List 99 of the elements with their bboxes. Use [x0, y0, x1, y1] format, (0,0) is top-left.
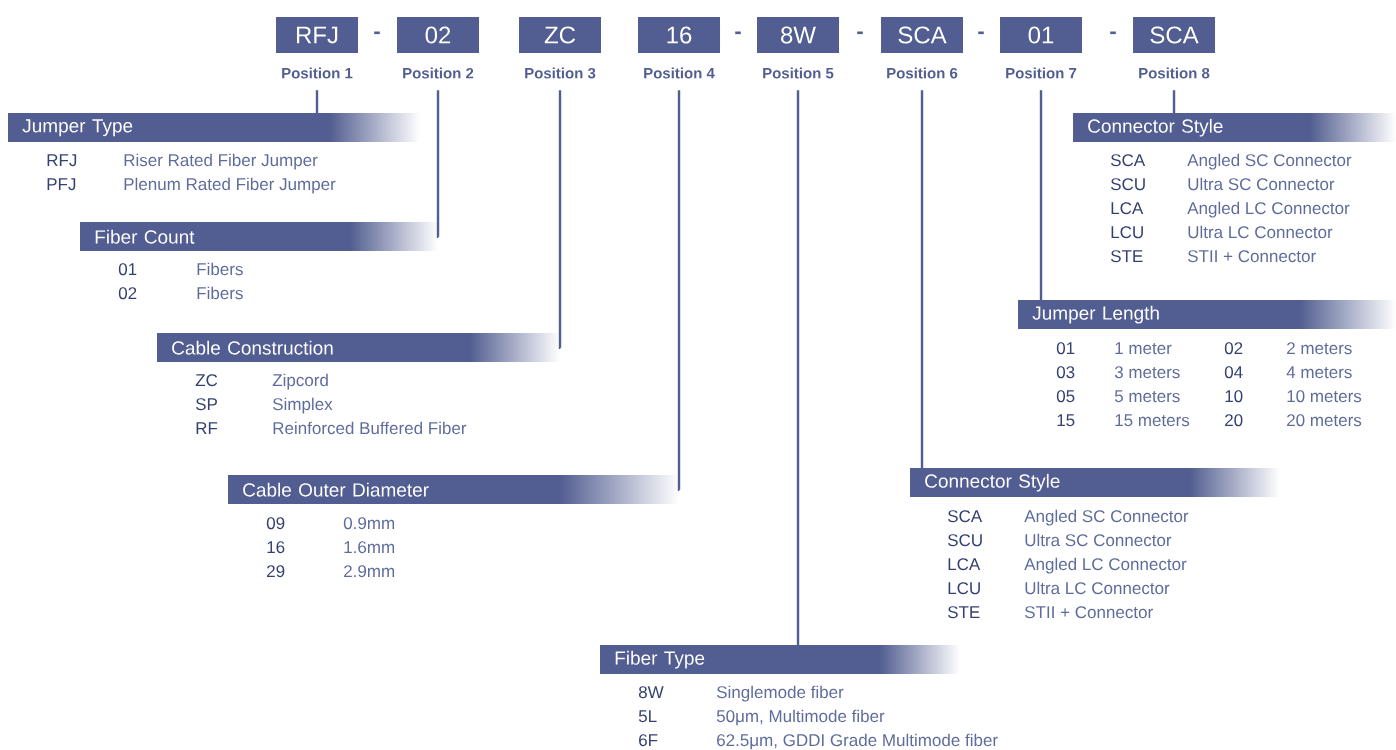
position-label: Position 6 [887, 67, 958, 79]
description-text: Singlemode fiber [717, 685, 844, 702]
code-text: 03 [1056, 366, 1075, 379]
description-text: Zipcord [272, 373, 328, 390]
position-label: Position 5 [763, 67, 834, 79]
code-text: 05 [1056, 390, 1075, 403]
description-text: Simplex [273, 397, 333, 414]
code-text: LCU [1111, 226, 1143, 239]
code-text: 29 [267, 565, 285, 578]
description-text: 20 meters [1287, 414, 1362, 427]
description-text: Ultra LC Connector [1025, 581, 1170, 595]
code-box: 01 [1000, 17, 1082, 53]
description-text: Fibers [197, 262, 243, 276]
code-text: SCA [1111, 154, 1146, 167]
code-text: 16 [267, 541, 285, 554]
code-text: 5L [638, 710, 657, 723]
description-text: 5 meters [1114, 390, 1180, 403]
connector-line [558, 90, 562, 349]
description-text: 0.9mm [343, 517, 395, 530]
description-text: 2.9mm [344, 565, 395, 578]
code-text: LCA [948, 558, 981, 571]
description-text: 50μm, Multimode fiber [716, 709, 885, 726]
description-text: 1.6mm [344, 541, 395, 554]
section-header: Jumper Length [1018, 300, 1396, 329]
code-box: SCA [1133, 17, 1215, 53]
dash-separator: - [978, 31, 984, 35]
code-text: 02 [118, 287, 137, 300]
dash-separator: - [735, 31, 741, 35]
description-text: Angled LC Connector [1187, 201, 1350, 218]
code-box: 16 [638, 17, 720, 53]
description-text: Ultra SC Connector [1188, 177, 1335, 191]
connector-line [315, 90, 319, 113]
position-label: Position 1 [282, 67, 353, 79]
description-text: Ultra SC Connector [1025, 533, 1172, 547]
code-text: ZC [195, 374, 218, 387]
description-text: Angled SC Connector [1024, 509, 1189, 526]
section-header: Connector Style [910, 468, 1280, 497]
section-header: Fiber Count [80, 222, 438, 251]
dash-separator: - [1110, 31, 1116, 35]
section-header: Cable Outer Diameter [228, 475, 679, 504]
section-header: Connector Style [1073, 113, 1396, 142]
description-text: 1 meter [1115, 342, 1172, 355]
code-text: LCA [1111, 202, 1144, 215]
position-label: Position 3 [525, 67, 596, 79]
code-box: 02 [397, 17, 479, 53]
section-header: Fiber Type [600, 645, 960, 674]
description-text: 2 meters [1287, 342, 1352, 355]
dash-separator: - [374, 31, 380, 35]
description-text: Angled LC Connector [1024, 557, 1187, 574]
description-text: Angled SC Connector [1187, 153, 1352, 170]
code-text: SCU [1111, 178, 1145, 191]
position-label: Position 2 [403, 67, 474, 79]
position-label: Position 7 [1006, 67, 1077, 79]
code-box: ZC [519, 17, 601, 53]
code-text: STE [1111, 250, 1143, 263]
connector-line [677, 90, 681, 491]
section-header: Cable Construction [157, 333, 560, 362]
description-text: Reinforced Buffered Fiber [273, 421, 467, 435]
code-text: 20 [1225, 414, 1243, 427]
code-text: 04 [1224, 366, 1243, 379]
description-text: 10 meters [1287, 390, 1362, 403]
code-text: PFJ [47, 178, 76, 191]
code-text: 15 [1057, 414, 1075, 427]
description-text: Plenum Rated Fiber Jumper [124, 177, 336, 194]
dash-separator: - [857, 31, 863, 35]
description-text: 3 meters [1114, 366, 1180, 379]
code-text: 09 [266, 517, 285, 530]
code-text: RFJ [47, 154, 77, 167]
code-text: 01 [118, 263, 137, 276]
description-text: Fibers [197, 286, 243, 300]
code-text: 02 [1224, 342, 1243, 355]
connector-line [796, 90, 800, 645]
connector-line [1039, 90, 1043, 300]
code-text: SCU [948, 534, 982, 547]
code-text: 10 [1225, 390, 1243, 403]
description-text: 15 meters [1115, 414, 1190, 427]
connector-line [1172, 90, 1176, 113]
code-text: RF [196, 422, 218, 434]
code-text: STE [948, 606, 980, 619]
description-text: Ultra LC Connector [1188, 225, 1333, 239]
position-label: Position 8 [1139, 67, 1210, 79]
code-box: RFJ [276, 17, 358, 53]
code-text: SP [195, 398, 217, 411]
code-text: LCU [948, 582, 980, 595]
code-box: SCA [881, 17, 963, 53]
code-text: 6F [639, 734, 658, 747]
description-text: 62.5μm, GDDI Grade Multimode fiber [717, 733, 998, 750]
connector-line [436, 90, 440, 238]
code-box: 8W [757, 17, 839, 53]
connector-line [920, 90, 924, 468]
description-text: 4 meters [1286, 366, 1352, 379]
code-text: 8W [638, 686, 664, 699]
code-text: 01 [1056, 342, 1075, 355]
code-text: SCA [948, 510, 983, 523]
section-header: Jumper Type [8, 113, 420, 142]
description-text: STII + Connector [1188, 250, 1316, 263]
position-label: Position 4 [644, 67, 715, 79]
description-text: STII + Connector [1025, 606, 1153, 619]
description-text: Riser Rated Fiber Jumper [124, 153, 318, 170]
